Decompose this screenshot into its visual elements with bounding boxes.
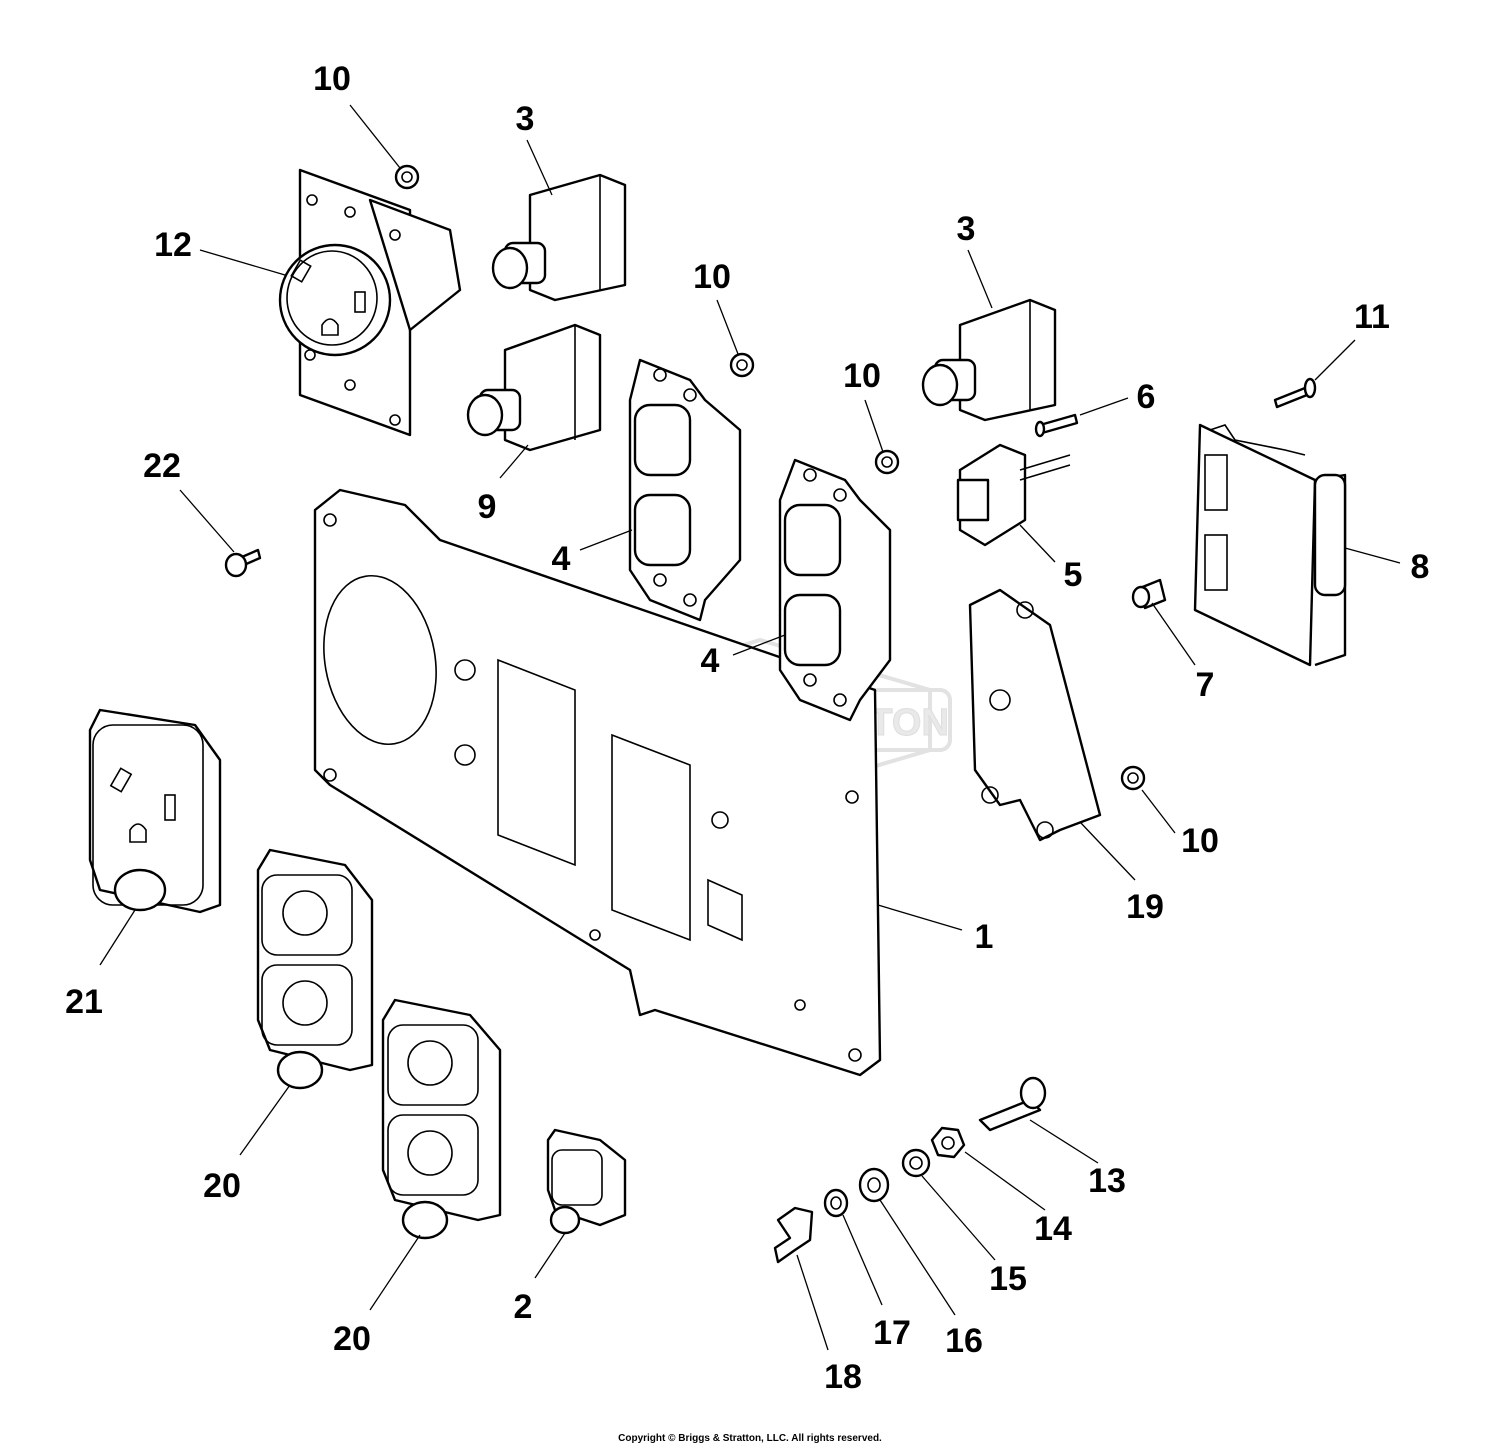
part-2-usb-cover xyxy=(546,1128,627,1235)
callout-9: 9 xyxy=(478,488,497,526)
part-12-receptacle xyxy=(278,168,462,437)
part-21-cover xyxy=(88,708,222,914)
callout-20: 20 xyxy=(203,1167,241,1205)
callout-21: 21 xyxy=(65,983,103,1021)
part-10-nut-a xyxy=(394,164,420,190)
part-6-screw xyxy=(1034,413,1079,438)
callout-3: 3 xyxy=(957,210,976,248)
callout-13: 13 xyxy=(1088,1162,1126,1200)
part-4-outlet-upper xyxy=(628,358,742,622)
callout-22: 22 xyxy=(143,447,181,485)
callout-19: 19 xyxy=(1126,888,1164,926)
callout-16: 16 xyxy=(945,1322,983,1360)
callout-17: 17 xyxy=(873,1314,911,1352)
leader-lines xyxy=(99,104,1401,1351)
part-10-nut-d xyxy=(1120,765,1146,791)
callout-14: 14 xyxy=(1034,1210,1072,1248)
callouts: 10 3 12 10 3 11 10 6 22 9 4 5 8 4 7 10 1… xyxy=(65,60,1429,1396)
part-8-circuit-board xyxy=(1193,423,1347,667)
callout-7: 7 xyxy=(1196,666,1215,704)
part-15-lock-washer xyxy=(901,1148,931,1178)
part-11-screw xyxy=(1273,377,1317,409)
part-22-screw xyxy=(224,548,262,578)
part-9-breaker xyxy=(466,323,602,452)
callout-12: 12 xyxy=(154,226,192,264)
copyright-notice: Copyright © Briggs & Stratton, LLC. All … xyxy=(618,1433,882,1444)
part-18-wing-nut xyxy=(773,1206,814,1264)
callout-4: 4 xyxy=(701,642,720,680)
callout-10: 10 xyxy=(843,357,881,395)
part-10-nut-b xyxy=(729,352,755,378)
part-13-bolt xyxy=(978,1076,1047,1132)
callout-10: 10 xyxy=(313,60,351,98)
part-7-cap xyxy=(1131,578,1167,610)
part-19-bracket xyxy=(968,588,1102,842)
part-4-outlet-lower xyxy=(778,458,892,722)
callout-10: 10 xyxy=(1181,822,1219,860)
part-16-washer xyxy=(858,1167,890,1203)
part-14-nut xyxy=(930,1126,966,1159)
callout-18: 18 xyxy=(824,1358,862,1396)
callout-10: 10 xyxy=(693,258,731,296)
part-5-usb-module xyxy=(956,443,1071,547)
callout-3: 3 xyxy=(516,100,535,138)
callout-4: 4 xyxy=(552,540,571,578)
callout-8: 8 xyxy=(1411,548,1430,586)
part-3-breaker-top xyxy=(491,173,627,302)
part-10-nut-c xyxy=(874,449,900,475)
part-1-panel-plate xyxy=(313,488,882,1077)
callout-1: 1 xyxy=(975,918,994,956)
callout-11: 11 xyxy=(1354,298,1390,336)
callout-2: 2 xyxy=(514,1288,533,1326)
callout-15: 15 xyxy=(989,1260,1027,1298)
callout-6: 6 xyxy=(1137,378,1156,416)
part-20-cover-lower xyxy=(381,998,502,1240)
part-17-lock-washer xyxy=(823,1188,849,1218)
part-3-breaker-right xyxy=(921,298,1057,422)
callout-5: 5 xyxy=(1064,556,1083,594)
part-20-cover-upper xyxy=(256,848,374,1090)
callout-20: 20 xyxy=(333,1320,371,1358)
